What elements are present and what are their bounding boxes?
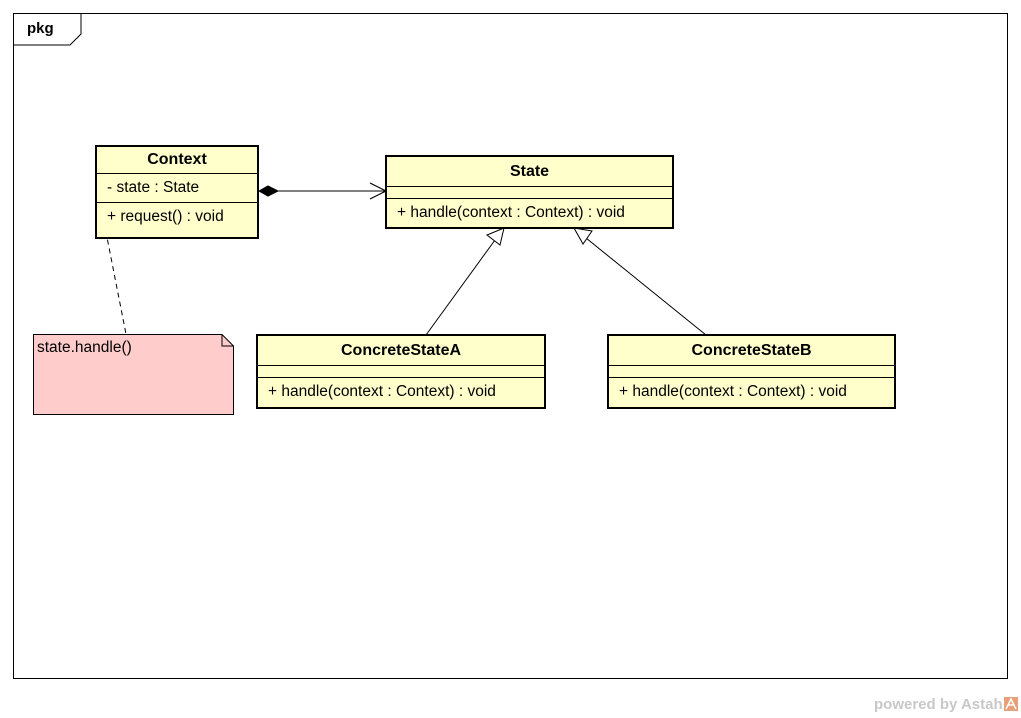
class-operation: + handle(context : Context) : void xyxy=(397,204,625,221)
composition-diamond-icon xyxy=(257,185,280,197)
generalization-a[interactable] xyxy=(425,227,505,336)
class-concrete-state-b[interactable]: ConcreteStateB + handle(context : Contex… xyxy=(607,334,896,409)
class-attribute: - state : State xyxy=(97,174,257,203)
class-operation: + handle(context : Context) : void xyxy=(268,383,496,400)
inheritance-triangle-icon xyxy=(486,227,505,246)
generalization-b[interactable] xyxy=(573,227,707,336)
frame-label: pkg xyxy=(27,20,54,37)
note-fold-icon xyxy=(221,334,234,347)
astah-logo-icon xyxy=(1004,697,1018,711)
class-context[interactable]: Context - state : State + request() : vo… xyxy=(95,145,259,239)
class-name: ConcreteStateB xyxy=(609,336,894,366)
note-text: state.handle() xyxy=(37,339,132,356)
class-name: Context xyxy=(97,147,257,174)
attribute-compartment xyxy=(387,187,672,199)
class-name: State xyxy=(387,157,672,187)
package-frame xyxy=(13,13,1008,679)
class-state[interactable]: State + handle(context : Context) : void xyxy=(385,155,674,229)
watermark-text: powered by Astah xyxy=(874,696,1003,713)
class-concrete-state-a[interactable]: ConcreteStateA + handle(context : Contex… xyxy=(256,334,546,409)
composition-association[interactable] xyxy=(257,182,388,200)
note[interactable] xyxy=(33,334,234,415)
attribute-compartment xyxy=(258,366,544,378)
class-name: ConcreteStateA xyxy=(258,336,544,366)
inheritance-triangle-icon xyxy=(573,227,593,245)
class-operation: + handle(context : Context) : void xyxy=(619,383,847,400)
attribute-compartment xyxy=(609,366,894,378)
class-operation: + request() : void xyxy=(107,208,224,225)
